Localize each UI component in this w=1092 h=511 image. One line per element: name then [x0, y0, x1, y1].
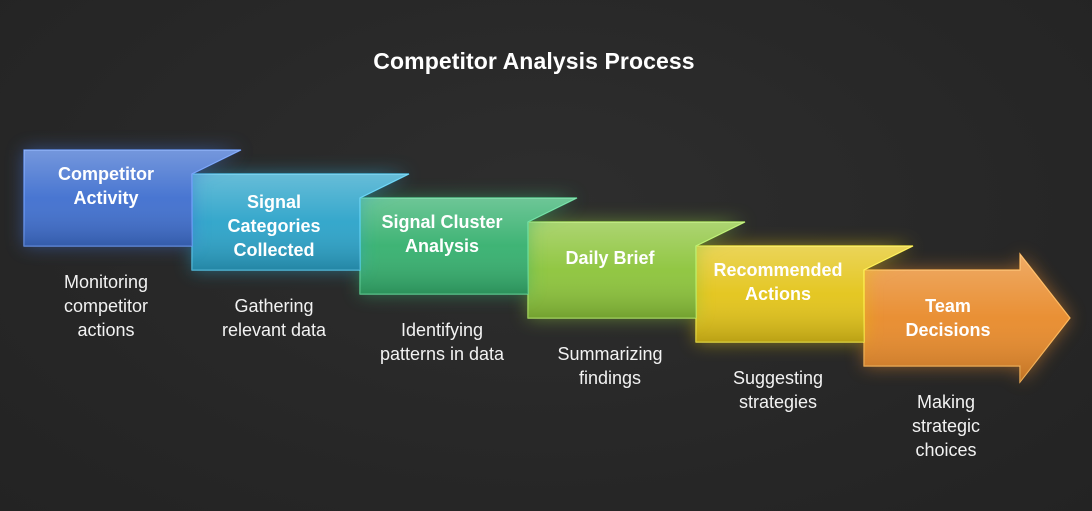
- step-1-description-line: actions: [77, 320, 134, 340]
- step-2-label-line: Signal: [247, 192, 301, 212]
- step-6-description-line: strategic: [912, 416, 980, 436]
- step-3-label-line: Analysis: [405, 236, 479, 256]
- step-5-description-line: strategies: [739, 392, 817, 412]
- step-6-label-line: Decisions: [905, 320, 990, 340]
- step-6-gloss: [864, 254, 1070, 382]
- step-4-label-line: Daily Brief: [565, 248, 655, 268]
- step-4-description-line: Summarizing: [557, 344, 662, 364]
- step-4-description-line: findings: [579, 368, 641, 388]
- step-3-description-line: Identifying: [401, 320, 483, 340]
- step-6-label-line: Team: [925, 296, 971, 316]
- step-4-gloss: [528, 222, 745, 318]
- step-1-description-line: Monitoring: [64, 272, 148, 292]
- step-2-gloss: [192, 174, 409, 270]
- step-3-label-line: Signal Cluster: [381, 212, 502, 232]
- step-6-description-line: Making: [917, 392, 975, 412]
- step-2-description-line: Gathering: [234, 296, 313, 316]
- step-5-label-line: Recommended: [713, 260, 842, 280]
- step-2-label-line: Collected: [233, 240, 314, 260]
- step-1-gloss: [24, 150, 241, 246]
- step-5-description-line: Suggesting: [733, 368, 823, 388]
- step-1-label-line: Competitor: [58, 164, 154, 184]
- step-1-label-line: Activity: [73, 188, 138, 208]
- step-5-gloss: [696, 246, 913, 342]
- diagram-title: Competitor Analysis Process: [373, 48, 695, 74]
- step-2-label-line: Categories: [227, 216, 320, 236]
- step-2-description-line: relevant data: [222, 320, 327, 340]
- step-5-label-line: Actions: [745, 284, 811, 304]
- step-3-description-line: patterns in data: [380, 344, 505, 364]
- step-3-gloss: [360, 198, 577, 294]
- step-1-description-line: competitor: [64, 296, 148, 316]
- step-6-description-line: choices: [915, 440, 976, 460]
